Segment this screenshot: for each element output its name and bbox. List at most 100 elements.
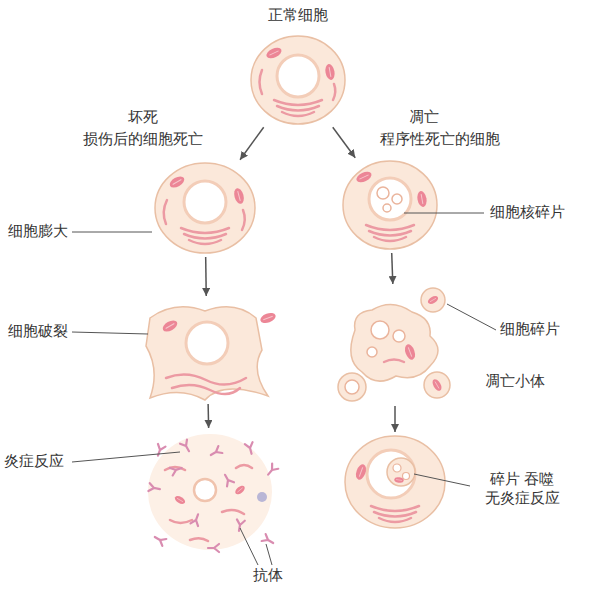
illustration-use	[265, 464, 278, 478]
illustration-circle	[186, 322, 228, 364]
illustration-circle	[184, 181, 226, 223]
illustration-path	[146, 307, 268, 400]
callout-label: 细胞碎片	[500, 320, 560, 339]
illustration-use	[265, 46, 283, 61]
illustration-use	[154, 444, 165, 457]
illustration-circle	[338, 373, 366, 401]
illustration-path	[166, 374, 246, 394]
flow-arrow	[205, 257, 207, 296]
flow-arrow	[240, 127, 264, 160]
illustration-use	[208, 544, 219, 552]
illustration-use	[170, 464, 183, 475]
illustration-use	[209, 446, 223, 458]
illustration-path	[72, 332, 148, 334]
cell-node: 正常细胞	[250, 36, 346, 124]
illustration-use	[168, 174, 186, 190]
illustration-circle	[257, 492, 267, 502]
illustration-path	[72, 232, 152, 233]
illustration-ellipse	[251, 36, 345, 124]
illustration-use	[180, 440, 192, 454]
illustration-circle	[371, 321, 389, 339]
callout-label: 细胞破裂	[8, 322, 68, 341]
callout-label: 抗体	[253, 566, 283, 585]
cell-heading: 坏死	[128, 108, 158, 127]
callout-label: 细胞膨大	[8, 222, 68, 241]
normal-cell	[251, 36, 345, 124]
flow-arrow	[333, 127, 355, 158]
illustration-use	[274, 100, 322, 116]
illustration-use	[262, 534, 276, 546]
illustration-path	[165, 465, 252, 541]
illustration-path	[414, 474, 470, 486]
cell-node: 凋亡程序性死亡的细胞细胞核碎片	[343, 161, 437, 249]
illustration-circle	[421, 288, 445, 312]
phagocyte-cell	[345, 436, 445, 528]
illustration-circle	[277, 55, 319, 97]
illustration-ellipse	[345, 436, 445, 528]
leader-lines	[72, 213, 496, 565]
callout-label: 细胞核碎片	[490, 203, 565, 222]
illustration-circle	[377, 187, 389, 199]
illustration-use	[222, 473, 234, 487]
illustration-circle	[369, 178, 411, 220]
callout-label: 凋亡小体	[485, 372, 545, 391]
illustration-use	[416, 190, 428, 207]
illustration-use	[235, 519, 245, 531]
ruptured-cell	[146, 307, 277, 400]
illustration-use	[427, 294, 440, 305]
illustration-ellipse	[155, 163, 255, 253]
illustration-use	[259, 311, 277, 325]
illustration-circle	[424, 372, 450, 398]
illustration-circle	[392, 194, 402, 204]
illustration-path	[384, 360, 404, 363]
illustration-path	[164, 200, 245, 230]
illustration-use	[245, 442, 256, 455]
illustration-path	[266, 544, 272, 565]
cell-node: 细胞碎片凋亡小体	[338, 288, 452, 402]
illustration-use	[366, 225, 414, 241]
illustration-use	[355, 170, 373, 185]
illustration-circle	[367, 450, 415, 498]
apoptotic-cell	[343, 161, 437, 249]
cell-node: 炎症反应抗体	[148, 432, 272, 554]
callout-label: 程序性死亡的细胞	[380, 130, 500, 149]
illustration-ellipse	[148, 434, 272, 550]
illustration-path	[72, 452, 180, 462]
illustration-use	[234, 484, 247, 496]
illustration-path	[447, 304, 496, 330]
illustration-circle	[387, 458, 415, 486]
illustration-circle	[403, 473, 410, 480]
cell-heading: 凋亡	[409, 108, 439, 127]
swollen-cell	[155, 163, 255, 253]
illustration-use	[403, 343, 417, 361]
cell-node: 碎片 吞噬 无炎症反应	[345, 436, 445, 528]
illustration-circle	[393, 330, 405, 342]
illustration-circle	[367, 347, 377, 357]
callout-label: 碎片 吞噬 无炎症反应	[474, 470, 570, 508]
flow-arrow	[392, 253, 393, 284]
illustration-use	[148, 483, 160, 493]
illustration-path	[260, 70, 336, 100]
illustration-path	[404, 213, 484, 214]
illustration-use	[233, 187, 246, 205]
illustration-circle	[194, 479, 216, 501]
flow-arrow	[207, 404, 209, 428]
flow-arrow	[394, 406, 396, 432]
illustration-use	[174, 494, 187, 505]
cell-node: 细胞破裂	[146, 300, 268, 400]
illustration-use	[394, 477, 404, 484]
illustration-use	[161, 318, 179, 334]
cell-node: 坏死损伤后的细胞死亡细胞膨大	[155, 163, 255, 253]
inflammation-debris	[148, 434, 278, 552]
illustration-path	[240, 528, 258, 565]
fragmenting-cell	[338, 288, 450, 401]
illustration-path	[351, 304, 438, 381]
illustration-ellipse	[343, 161, 437, 249]
illustration-use	[324, 63, 336, 80]
illustration-circle	[383, 204, 391, 212]
illustration-use	[181, 228, 229, 244]
callout-label: 损伤后的细胞死亡	[83, 130, 203, 149]
callout-label: 炎症反应	[4, 452, 64, 471]
